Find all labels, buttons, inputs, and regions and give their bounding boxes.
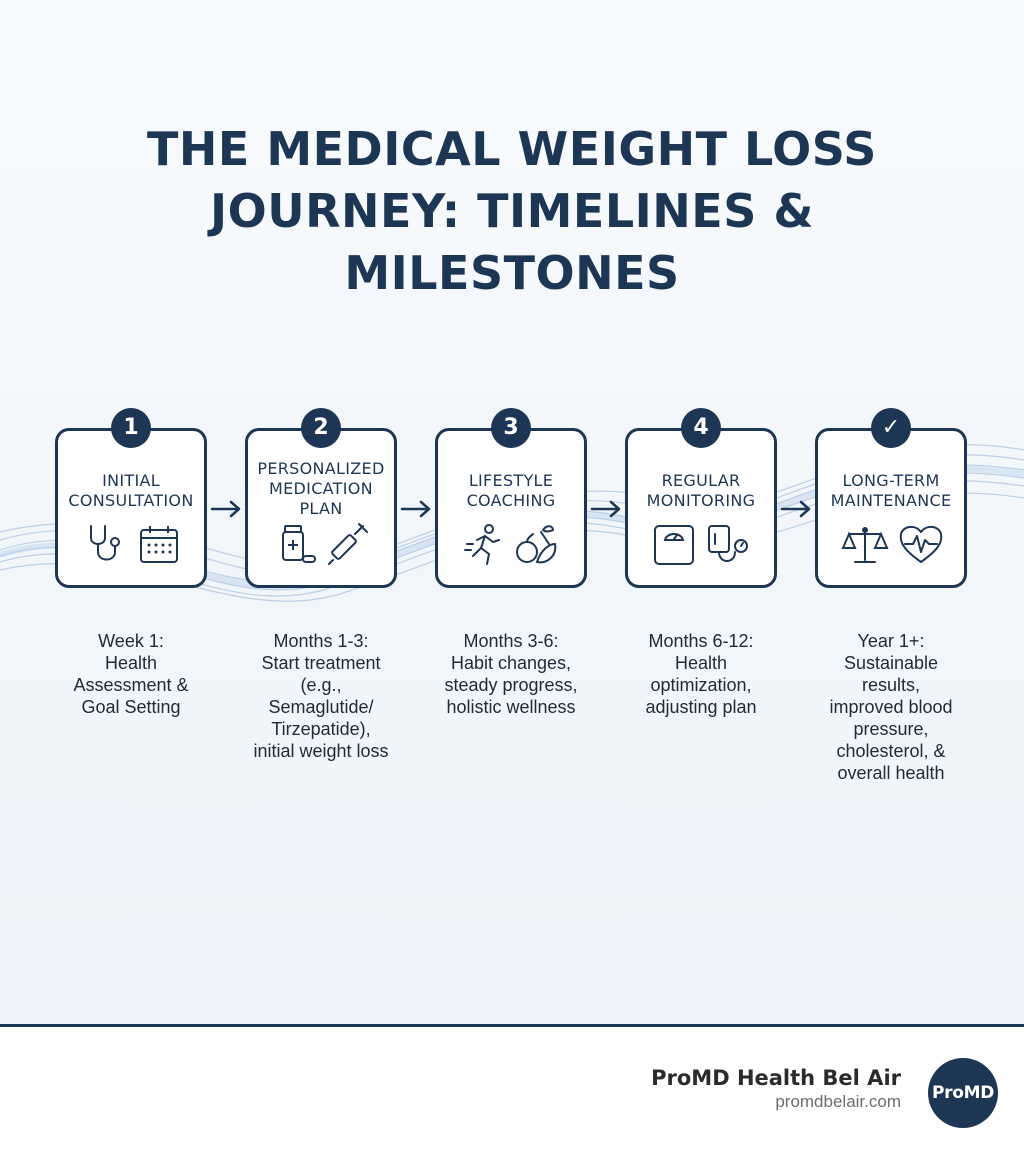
step-1-label: INITIAL CONSULTATION [68,471,194,510]
step-1-badge: 1 [111,408,151,448]
step-5-icons [815,522,967,572]
step-4-badge: 4 [681,408,721,448]
balance-scale-icon [841,527,889,563]
arrow-right-icon [210,500,241,518]
step-3-label: LIFESTYLE COACHING [466,471,556,510]
step-5-caption: Year 1+: Sustainable results, improved b… [829,631,953,783]
step-4-icons [625,522,777,572]
pill-bottle-icon [282,525,316,563]
step-5-label: LONG-TERM MAINTENANCE [830,471,952,510]
step-2-icons [245,522,397,572]
step-4-card: REGULAR MONITORING [625,428,777,588]
fruits-vegetables-icon [516,525,557,564]
syringe-icon [328,523,368,565]
calendar-icon [140,526,178,563]
arrow-right-icon [590,500,621,518]
step-1-icons [55,522,207,572]
brand-name: ProMD Health Bel Air [651,1066,901,1090]
page-title: THE MEDICAL WEIGHT LOSS JOURNEY: TIMELIN… [147,122,877,300]
heartbeat-icon [899,526,943,563]
step-2-caption: Months 1-3: Start treatment (e.g., Semag… [253,631,389,761]
step-4-caption: Months 6-12: Health optimization, adjust… [645,631,757,717]
step-2-badge: 2 [301,408,341,448]
step-1-card: INITIAL CONSULTATION [55,428,207,588]
footer [0,1027,1024,1154]
arrow-right-icon [780,500,811,518]
step-2-label: PERSONALIZED MEDICATION PLAN [257,459,385,518]
stethoscope-icon [90,525,120,561]
brand-logo: ProMD [928,1058,998,1128]
step-5-checkmark-badge: ✓ [871,408,911,448]
step-5-card: LONG-TERM MAINTENANCE [815,428,967,588]
blood-pressure-monitor-icon [708,525,748,562]
scale-icon [654,525,694,565]
arrow-right-icon [400,500,431,518]
footer-divider [0,1024,1024,1027]
step-2-card: PERSONALIZED MEDICATION PLAN [245,428,397,588]
brand-url[interactable]: promdbelair.com [775,1092,901,1111]
step-3-caption: Months 3-6: Habit changes, steady progre… [444,631,578,717]
step-4-label: REGULAR MONITORING [646,471,756,510]
step-3-badge: 3 [491,408,531,448]
step-3-card: LIFESTYLE COACHING [435,428,587,588]
step-1-caption: Week 1: Health Assessment & Goal Setting [73,631,189,717]
step-3-icons [435,522,587,572]
running-person-icon [464,524,500,565]
